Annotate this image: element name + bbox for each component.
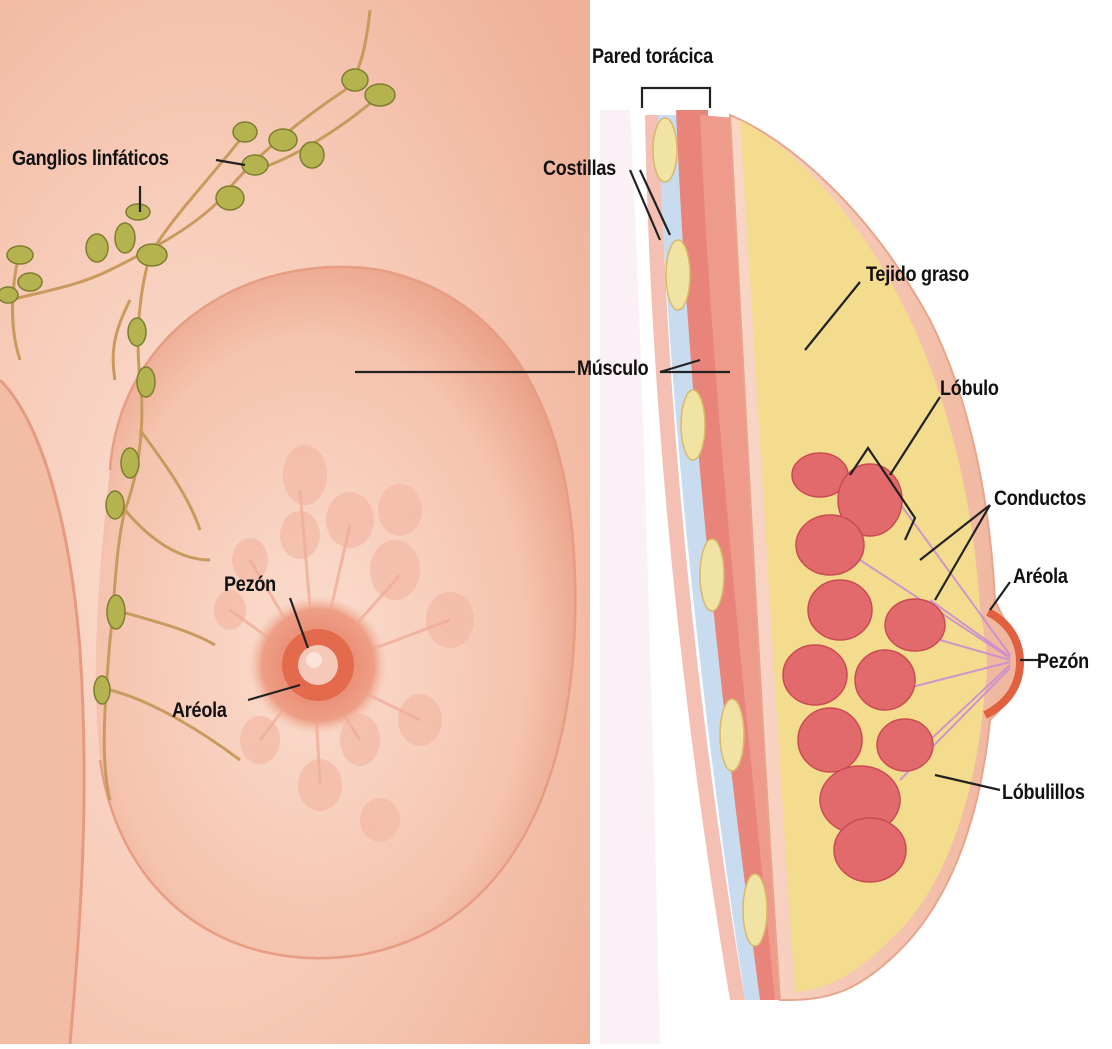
label-musculo: Músculo: [577, 358, 648, 379]
label-pezon-left: Pezón: [224, 574, 276, 595]
label-lobulo: Lóbulo: [940, 378, 999, 399]
label-areola-right: Aréola: [1013, 566, 1068, 587]
label-pezon-right: Pezón: [1037, 651, 1089, 672]
label-ganglios-linfaticos: Ganglios linfáticos: [12, 148, 169, 169]
label-areola-left: Aréola: [172, 700, 227, 721]
label-conductos: Conductos: [994, 488, 1086, 509]
cross-section-view: [590, 0, 1112, 1044]
label-tejido-graso: Tejido graso: [866, 264, 969, 285]
label-lobulillos: Lóbulillos: [1002, 782, 1085, 803]
label-pared-toracica: Pared torácica: [592, 46, 713, 67]
label-costillas: Costillas: [543, 158, 616, 179]
